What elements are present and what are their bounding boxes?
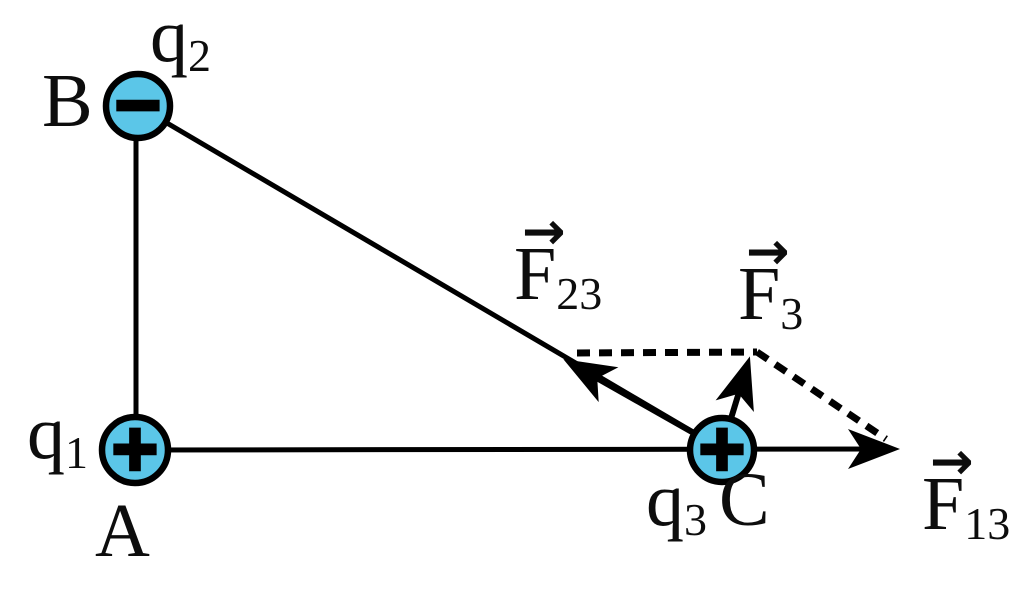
charge-symbol-q2: q xyxy=(150,0,188,78)
charge-sign-C: + xyxy=(696,411,748,484)
charge-subscript-q1: 1 xyxy=(65,427,88,479)
vector-arrow-icon: → xyxy=(930,432,974,492)
force-symbol-F13: F xyxy=(922,462,965,546)
parallelogram-side-top xyxy=(576,348,758,357)
charge-label-q2: q2 xyxy=(150,0,211,79)
charge-sign-A: + xyxy=(109,411,161,484)
charge-circle-B xyxy=(102,70,174,142)
charge-symbol-q1: q xyxy=(27,391,65,475)
point-label-B: B xyxy=(42,59,93,143)
charge-C: + xyxy=(686,409,758,486)
force-label-F13: →F13 xyxy=(922,436,1011,550)
force-label-F23: →F23 xyxy=(514,206,603,320)
vector-arrow-icon: → xyxy=(746,222,790,282)
force-subscript-F13: 13 xyxy=(964,498,1011,550)
charge-A: + xyxy=(98,409,172,487)
charge-B: − xyxy=(102,65,174,142)
charge-label-q1: q1 xyxy=(27,395,88,476)
point-label-C: C xyxy=(719,458,770,542)
point-label-A: A xyxy=(95,489,150,573)
charge-circle-C xyxy=(686,414,758,486)
charge-sign-B: − xyxy=(112,67,164,140)
charge-subscript-q3: 3 xyxy=(684,494,707,546)
charge-subscript-q2: 2 xyxy=(188,30,211,82)
force-symbol-F3: F xyxy=(738,252,781,336)
charge-circle-A xyxy=(98,413,172,487)
vector-arrow-icon: → xyxy=(522,202,566,262)
force-subscript-F3: 3 xyxy=(780,288,804,340)
force-label-F3: →F3 xyxy=(738,226,804,340)
force-subscript-F23: 23 xyxy=(556,268,603,320)
force-symbol-F23: F xyxy=(514,232,557,316)
charge-symbol-q3: q xyxy=(646,458,684,542)
parallelogram-side-right xyxy=(755,349,888,442)
force-arrow-F13 xyxy=(134,429,900,470)
